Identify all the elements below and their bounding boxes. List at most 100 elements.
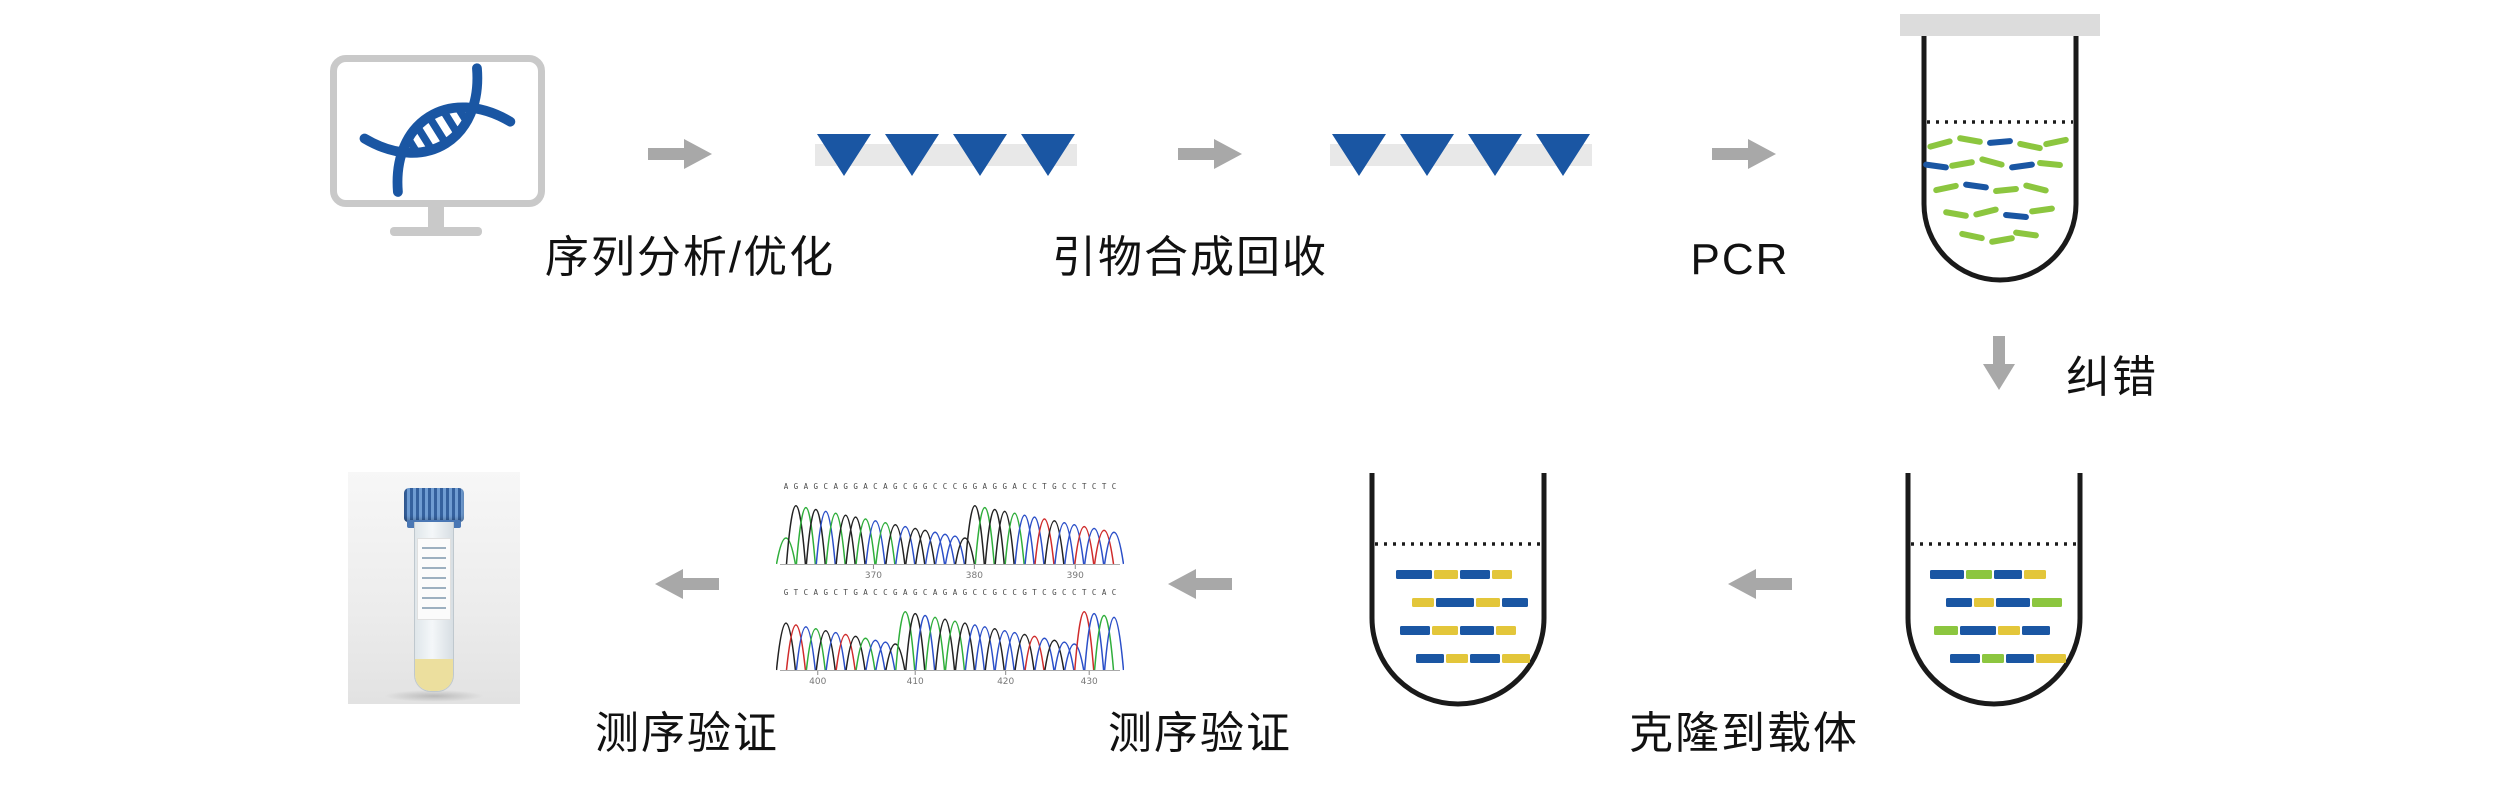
primer-triangle-icon bbox=[817, 134, 871, 176]
vial-body bbox=[414, 522, 454, 692]
dna-fragments bbox=[1923, 135, 2069, 245]
arrow-left-icon bbox=[1728, 569, 1792, 599]
svg-text:C: C bbox=[943, 482, 948, 491]
svg-text:G: G bbox=[853, 482, 858, 491]
svg-text:A: A bbox=[903, 588, 908, 597]
svg-text:C: C bbox=[1062, 588, 1067, 597]
cloned-vector-tube bbox=[1369, 473, 1547, 707]
step-label-sequencing-verification: 测序验证 bbox=[595, 709, 779, 758]
svg-text:430: 430 bbox=[1081, 677, 1098, 687]
svg-text:G: G bbox=[814, 482, 819, 491]
svg-text:420: 420 bbox=[997, 677, 1014, 687]
primer-strip-recovered bbox=[1330, 134, 1592, 176]
arrow-down-icon bbox=[1983, 336, 2015, 390]
arrow-left-icon bbox=[655, 569, 719, 599]
svg-text:C: C bbox=[983, 588, 988, 597]
svg-text:G: G bbox=[913, 588, 918, 597]
corrected-fragments-tube bbox=[1905, 473, 2083, 707]
svg-text:G: G bbox=[963, 588, 968, 597]
svg-text:G: G bbox=[823, 588, 828, 597]
step-label-clone-to-vector: 克隆到载体 bbox=[1629, 709, 1859, 758]
svg-text:C: C bbox=[1002, 588, 1007, 597]
svg-text:C: C bbox=[973, 588, 978, 597]
svg-text:A: A bbox=[1012, 482, 1017, 491]
svg-text:G: G bbox=[1002, 482, 1007, 491]
svg-text:370: 370 bbox=[865, 571, 882, 581]
svg-text:C: C bbox=[1092, 588, 1097, 597]
svg-text:A: A bbox=[933, 588, 938, 597]
svg-text:C: C bbox=[833, 588, 838, 597]
assembled-dna-strands bbox=[1396, 570, 1530, 663]
svg-text:G: G bbox=[973, 482, 978, 491]
svg-text:C: C bbox=[1022, 482, 1027, 491]
tube-outline bbox=[1905, 473, 2083, 707]
step-label-error-correction: 纠错 bbox=[2066, 353, 2158, 402]
svg-text:C: C bbox=[1072, 588, 1077, 597]
svg-text:C: C bbox=[823, 482, 828, 491]
svg-text:T: T bbox=[1082, 588, 1087, 597]
svg-text:380: 380 bbox=[966, 571, 983, 581]
oligo-support-bar bbox=[815, 144, 1077, 166]
svg-text:G: G bbox=[923, 482, 928, 491]
svg-text:A: A bbox=[863, 482, 868, 491]
svg-text:A: A bbox=[883, 482, 888, 491]
svg-text:390: 390 bbox=[1067, 571, 1084, 581]
svg-text:G: G bbox=[853, 588, 858, 597]
svg-text:C: C bbox=[873, 482, 878, 491]
svg-text:C: C bbox=[933, 482, 938, 491]
svg-text:G: G bbox=[943, 588, 948, 597]
svg-text:400: 400 bbox=[809, 677, 826, 687]
vial-shadow bbox=[384, 690, 484, 702]
svg-text:A: A bbox=[833, 482, 838, 491]
svg-text:C: C bbox=[1032, 482, 1037, 491]
svg-text:A: A bbox=[784, 482, 789, 491]
svg-text:G: G bbox=[963, 482, 968, 491]
primer-triangle-icon bbox=[953, 134, 1007, 176]
svg-text:C: C bbox=[903, 482, 908, 491]
primer-triangle-icon bbox=[1536, 134, 1590, 176]
vial-cap bbox=[404, 488, 464, 528]
svg-text:C: C bbox=[953, 482, 958, 491]
vial-liquid bbox=[415, 659, 453, 691]
pcr-product-tube bbox=[1900, 14, 2100, 283]
svg-text:C: C bbox=[1012, 588, 1017, 597]
svg-text:T: T bbox=[1102, 482, 1107, 491]
svg-text:G: G bbox=[992, 588, 997, 597]
monitor-stand-base bbox=[390, 227, 482, 236]
svg-text:C: C bbox=[1042, 588, 1047, 597]
svg-text:C: C bbox=[1072, 482, 1077, 491]
sample-vial bbox=[404, 488, 464, 694]
svg-text:C: C bbox=[873, 588, 878, 597]
svg-text:A: A bbox=[814, 588, 819, 597]
svg-text:A: A bbox=[1102, 588, 1107, 597]
step-label-sequence-analysis: 序列分析/优化 bbox=[544, 233, 836, 282]
svg-text:G: G bbox=[784, 588, 789, 597]
primer-triangle-icon bbox=[885, 134, 939, 176]
svg-text:A: A bbox=[863, 588, 868, 597]
svg-text:G: G bbox=[893, 588, 898, 597]
svg-text:T: T bbox=[1032, 588, 1037, 597]
svg-text:G: G bbox=[843, 482, 848, 491]
svg-text:G: G bbox=[893, 482, 898, 491]
svg-text:A: A bbox=[804, 482, 809, 491]
svg-text:G: G bbox=[913, 482, 918, 491]
svg-text:C: C bbox=[923, 588, 928, 597]
arrow-right-icon bbox=[648, 139, 712, 169]
arrow-left-icon bbox=[1168, 569, 1232, 599]
svg-text:C: C bbox=[883, 588, 888, 597]
svg-text:410: 410 bbox=[907, 677, 924, 687]
step-label-sequencing-verification: 测序验证 bbox=[1108, 709, 1292, 758]
step-label-primer-synthesis: 引物合成回收 bbox=[1052, 233, 1328, 282]
vial-label bbox=[417, 538, 451, 620]
svg-text:C: C bbox=[1092, 482, 1097, 491]
svg-text:T: T bbox=[1042, 482, 1047, 491]
svg-text:C: C bbox=[1112, 588, 1117, 597]
assembled-dna-strands bbox=[1930, 570, 2066, 663]
arrow-right-icon bbox=[1712, 139, 1776, 169]
step-label-pcr: PCR bbox=[1690, 235, 1790, 284]
svg-text:G: G bbox=[1022, 588, 1027, 597]
tube-outline bbox=[1369, 473, 1547, 707]
tube-lid bbox=[1900, 14, 2100, 36]
